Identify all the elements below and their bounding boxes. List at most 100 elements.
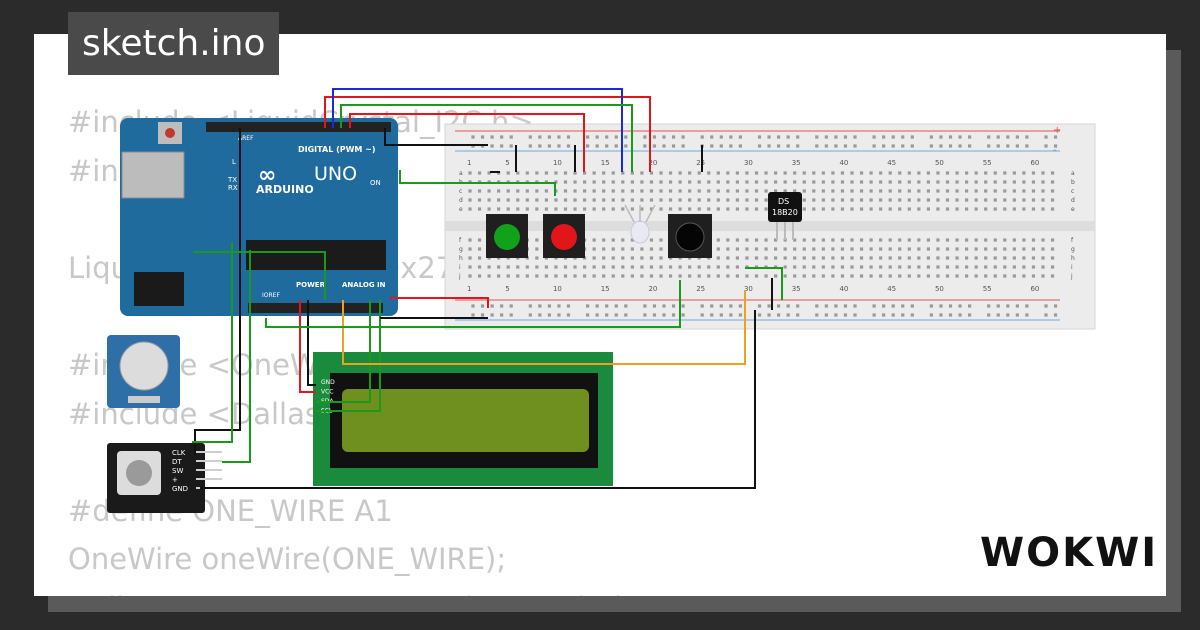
breadboard-row-letter: e — [1071, 206, 1075, 213]
board-model: UNO — [314, 163, 357, 185]
wire-green-scl — [316, 300, 381, 412]
code-line: DallasTemperature sensors(&oneWire); — [68, 584, 635, 596]
breadboard-column-number: 45 — [887, 159, 896, 167]
wire-red-vcc — [299, 300, 316, 393]
wire-orange — [342, 290, 746, 365]
breadboard-row-letter: a — [459, 170, 463, 177]
breadboard-column-number: 60 — [1030, 159, 1039, 167]
arduino-uno[interactable]: DIGITAL (PWM ~) ∞ UNO ARDUINO ON TX RX L… — [120, 118, 398, 316]
power-header-label: POWER — [296, 281, 326, 289]
code-line: OneWire oneWire(ONE_WIRE); — [68, 542, 507, 577]
breadboard-column-number: 1 — [467, 159, 471, 167]
wires — [192, 88, 783, 489]
breadboard-row-letter: i — [459, 264, 461, 271]
svg-text:18B20: 18B20 — [772, 208, 798, 217]
svg-text:DS: DS — [778, 197, 789, 206]
breadboard-column-number: 10 — [553, 285, 562, 293]
wire-blue-top — [332, 88, 623, 172]
breadboard-column-number: 5 — [505, 159, 509, 167]
on-label: ON — [370, 179, 381, 187]
breadboard-row-letter: j — [1070, 273, 1073, 280]
breadboard-column-number: 40 — [839, 159, 848, 167]
breadboard-row-letter: h — [1071, 255, 1075, 262]
breadboard-column-number: 30 — [744, 285, 753, 293]
wire-green-pot — [193, 251, 326, 300]
red-pushbutton[interactable] — [543, 214, 585, 258]
analog-header-label: ANALOG IN — [342, 281, 386, 289]
rail-minus-top: - — [1053, 145, 1057, 156]
breadboard-row-letter: d — [1071, 197, 1075, 204]
atmega-chip — [246, 240, 386, 270]
breadboard-column-number: 50 — [935, 285, 944, 293]
breadboard-column-number: 55 — [983, 285, 992, 293]
breadboard-column-number: 45 — [887, 285, 896, 293]
breadboard-row-letter: c — [459, 188, 462, 195]
usb-port — [121, 151, 185, 199]
breadboard-column-number: 20 — [648, 285, 657, 293]
breadboard-column-number: 20 — [648, 159, 657, 167]
breadboard-column-number: 1 — [467, 285, 471, 293]
rgb-led[interactable] — [624, 204, 656, 244]
wire-red-top — [324, 96, 651, 172]
wire-black-bb — [490, 145, 703, 173]
breadboard-row-letter: h — [459, 255, 463, 262]
breadboard-column-number: 25 — [696, 285, 705, 293]
breadboard-labels: 1155101015152020252530303535404045455050… — [458, 159, 1075, 293]
black-pushbutton[interactable] — [668, 214, 712, 258]
wire-black-bottom — [200, 310, 756, 489]
breadboard-column-number: 15 — [601, 159, 610, 167]
wire-black-gnd — [307, 300, 316, 386]
wire-red-rail — [390, 297, 489, 308]
breadboard-column-number: 5 — [505, 285, 509, 293]
breadboard-row-letter: g — [1071, 246, 1075, 253]
breadboard-row-letter: d — [459, 197, 463, 204]
breadboard-row-letter: j — [458, 273, 461, 280]
breadboard-column-number: 55 — [983, 159, 992, 167]
wire-green-enc2 — [222, 250, 251, 463]
wire-black-1 — [384, 128, 488, 146]
digital-header-label: DIGITAL (PWM ~) — [298, 145, 376, 154]
wire-green-2 — [399, 170, 556, 196]
ds18b20-sensor[interactable]: DS 18B20 — [768, 192, 802, 240]
breadboard-row-letter: b — [1071, 179, 1075, 186]
breadboard-row-letter: f — [1071, 237, 1074, 244]
breadboard-row-letter: a — [1071, 170, 1075, 177]
breadboard-column-number: 10 — [553, 159, 562, 167]
wire-green-sda — [316, 300, 371, 403]
sketch-tab[interactable]: sketch.ino — [68, 12, 280, 75]
ioref-label: IOREF — [262, 292, 280, 299]
breadboard-row-letter: g — [459, 246, 463, 253]
potentiometer[interactable] — [107, 335, 180, 408]
wire-green-top — [340, 104, 633, 172]
power-jack — [134, 272, 184, 306]
breadboard-row-letter: c — [1071, 188, 1074, 195]
rx-label: RX — [228, 184, 238, 192]
breadboard-column-number: 35 — [792, 285, 801, 293]
breadboard-column-number: 40 — [839, 285, 848, 293]
rail-plus-top: + — [1053, 125, 1061, 136]
breadboard-column-number: 60 — [1030, 285, 1039, 293]
aref-label: AREF — [238, 135, 254, 142]
wire-green-sensor — [745, 267, 783, 300]
breadboard-column-number: 30 — [744, 159, 753, 167]
breadboard-row-letter: f — [459, 237, 462, 244]
breadboard-column-number: 35 — [792, 159, 801, 167]
tx-label: TX — [227, 176, 237, 184]
breadboard-column-number: 15 — [601, 285, 610, 293]
wire-green-enc1 — [192, 242, 233, 443]
breadboard[interactable]: + - 115510101515202025253030353540404545… — [444, 123, 1096, 330]
breadboard-column-number: 50 — [935, 159, 944, 167]
green-pushbutton[interactable] — [486, 214, 528, 258]
breadboard-row-letter: e — [459, 206, 463, 213]
l-label: L — [232, 158, 236, 166]
wire-green-bottom — [265, 280, 681, 328]
wire-red-2 — [349, 113, 585, 172]
breadboard-row-letter: i — [1071, 264, 1073, 271]
wokwi-logo: WOKWI — [980, 530, 1158, 576]
board-brand: ARDUINO — [256, 183, 314, 196]
infinity-logo: ∞ — [258, 163, 276, 188]
